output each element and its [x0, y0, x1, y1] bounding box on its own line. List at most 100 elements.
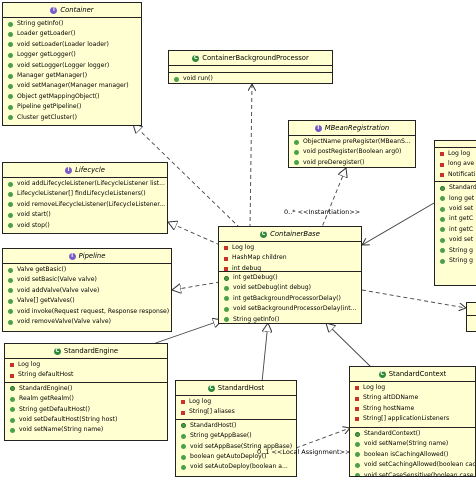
method-icon — [8, 84, 13, 90]
container-member-row[interactable]: Object getMappingObject() — [3, 92, 141, 102]
context-method-text: StandardContext() — [364, 430, 421, 437]
right-method-row[interactable]: void set — [435, 204, 476, 214]
mbean-member-row[interactable]: void postRegister(Boolean arg0) — [289, 147, 415, 157]
pipeline-member-row[interactable]: void removeValve(Valve valve) — [3, 317, 171, 327]
host-field-text: String[] aliases — [189, 408, 235, 416]
right-small-box[interactable] — [466, 302, 476, 332]
lifecycle-class-box[interactable]: I Lifecycle void addLifecycleListener(Li… — [2, 162, 168, 234]
host-method-row[interactable]: boolean getAutoDeploy() — [176, 452, 296, 462]
containerbase-field-row[interactable]: int debug — [219, 264, 361, 271]
containerbase-method-row[interactable]: int getDebug() — [219, 273, 361, 283]
context-method-text: boolean isCachingAllowed() — [364, 450, 449, 458]
context-field-row[interactable]: String hostName — [350, 404, 475, 414]
engine-method-row[interactable]: StandardEngine() — [5, 384, 167, 394]
lifecycle-member-row[interactable]: void removeLifecycleListener(LifecycleLi… — [3, 200, 167, 210]
mbean-member-row[interactable]: ObjectName preRegister(MBeanS... — [289, 137, 415, 147]
interface-icon: I — [68, 252, 76, 260]
context-field-row[interactable]: String[] applicationListeners — [350, 414, 475, 424]
host-field-row[interactable]: Log log — [176, 397, 296, 407]
container-member-row[interactable]: void setManager(Manager manager) — [3, 81, 141, 91]
host-field-row[interactable]: String[] aliases — [176, 407, 296, 417]
container-member-row[interactable]: Loader getLoader() — [3, 29, 141, 39]
pipeline-member-text: void removeValve(Valve valve) — [17, 317, 112, 325]
method-icon — [8, 104, 13, 110]
pipeline-member-row[interactable]: Valve[] getValves() — [3, 296, 171, 306]
host-method-row[interactable]: String getAppBase() — [176, 431, 296, 441]
right-field-row[interactable]: Log log — [435, 149, 476, 159]
container-member-row[interactable]: Manager getManager() — [3, 71, 141, 81]
pipeline-member-row[interactable]: Valve getBasic() — [3, 265, 171, 275]
pipeline-class-box[interactable]: I Pipeline Valve getBasic()void setBasic… — [2, 248, 172, 332]
method-icon — [224, 296, 229, 302]
right-method-row[interactable]: int getC — [435, 225, 476, 235]
engine-method-row[interactable]: String getDefaultHost() — [5, 405, 167, 415]
context-field-text: String[] applicationListeners — [363, 415, 450, 423]
cbp-class-box[interactable]: C ContainerBackgroundProcessor void run(… — [168, 50, 333, 84]
host-method-row[interactable]: StandardHost() — [176, 421, 296, 431]
context-method-row[interactable]: StandardContext() — [350, 429, 475, 439]
containerbase-method-row[interactable]: String getInfo() — [219, 315, 361, 323]
cbp-member-row[interactable]: void run() — [169, 74, 332, 83]
context-method-row[interactable]: boolean isCachingAllowed() — [350, 450, 475, 460]
pipeline-member-row[interactable]: void setBasic(Valve valve) — [3, 275, 171, 285]
container-member-row[interactable]: void setLoader(Loader loader) — [3, 40, 141, 50]
mbean-class-box[interactable]: I MBeanRegistration ObjectName preRegist… — [288, 120, 416, 168]
right-method-text: void set — [449, 236, 474, 244]
right-field-row[interactable]: Notificati — [435, 170, 476, 180]
container-class-box[interactable]: I Container String getInfo()Loader getLo… — [2, 2, 142, 126]
right-method-row[interactable]: void set — [435, 235, 476, 245]
containerbase-method-row[interactable]: void setDebug(int debug) — [219, 283, 361, 293]
lifecycle-member-row[interactable]: LifecycleListener[] findLifecycleListene… — [3, 189, 167, 199]
lifecycle-member-text: void addLifecycleListener(LifecycleListe… — [17, 180, 165, 187]
lifecycle-member-row[interactable]: void stop() — [3, 221, 167, 231]
context-field-row[interactable]: Log log — [350, 383, 475, 393]
right-method-row[interactable]: String g — [435, 256, 476, 266]
container-member-text: Loader getLoader() — [17, 30, 76, 38]
right-method-text: String g — [449, 246, 473, 254]
context-field-text: String altDDName — [363, 394, 419, 402]
right-method-row[interactable]: int getC — [435, 214, 476, 224]
context-method-row[interactable]: void setCachingAllowed(boolean cach... — [350, 460, 475, 470]
context-extends-line — [326, 323, 373, 369]
method-icon — [8, 21, 13, 27]
container-member-row[interactable]: Cluster getCluster() — [3, 113, 141, 123]
right-method-text: void set — [449, 204, 474, 212]
right-field-row[interactable]: long ave — [435, 159, 476, 169]
context-method-row[interactable]: void setName(String name) — [350, 439, 475, 449]
method-icon — [181, 465, 186, 471]
lifecycle-title: I Lifecycle — [3, 163, 167, 178]
pipeline-member-row[interactable]: void addValve(Valve valve) — [3, 286, 171, 296]
pipeline-member-row[interactable]: void invoke(Request request, Response re… — [3, 307, 171, 317]
container-member-row[interactable]: Logger getLogger() — [3, 50, 141, 60]
container-member-row[interactable]: void setLogger(Logger logger) — [3, 61, 141, 71]
host-method-row[interactable]: void setAutoDeploy(boolean a... — [176, 462, 296, 472]
method-icon — [355, 442, 360, 448]
right-method-row[interactable]: String g — [435, 246, 476, 256]
engine-method-row[interactable]: Realm getRealm() — [5, 394, 167, 404]
context-method-row[interactable]: void setCaseSensitive(boolean case... — [350, 471, 475, 476]
right-method-row[interactable]: long get — [435, 194, 476, 204]
container-member-row[interactable]: String getInfo() — [3, 19, 141, 29]
engine-method-row[interactable]: void setDefaultHost(String host) — [5, 415, 167, 425]
lifecycle-member-row[interactable]: void start() — [3, 210, 167, 220]
host-method-row[interactable]: void setAppBase(String appBase) — [176, 442, 296, 452]
containerbase-field-row[interactable]: Log log — [219, 243, 361, 253]
right-method-row[interactable]: Standard — [435, 183, 476, 193]
container-member-row[interactable]: Pipeline getPipeline() — [3, 102, 141, 112]
mbean-member-row[interactable]: void preDeregister() — [289, 158, 415, 167]
containerbase-method-row[interactable]: int getBackgroundProcessorDelay() — [219, 294, 361, 304]
containerbase-method-row[interactable]: void setBackgroundProcessorDelay(int... — [219, 304, 361, 314]
engine-field-row[interactable]: String defaultHost — [5, 370, 167, 380]
engine-method-row[interactable]: void setName(String name) — [5, 425, 167, 435]
context-field-row[interactable]: String altDDName — [350, 393, 475, 403]
lifecycle-member-row[interactable]: void addLifecycleListener(LifecycleListe… — [3, 179, 167, 189]
engine-field-row[interactable]: Log log — [5, 360, 167, 370]
containerbase-field-row[interactable]: HashMap children — [219, 253, 361, 263]
